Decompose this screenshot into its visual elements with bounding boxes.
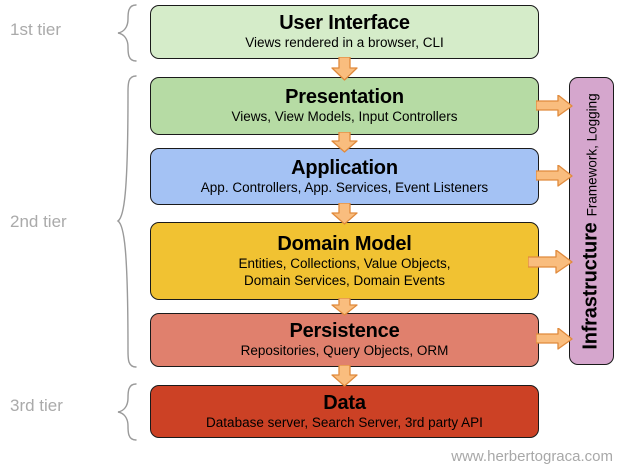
layer-box-application[interactable]: Application App. Controllers, App. Servi… — [150, 148, 539, 205]
layer-title-presentation: Presentation — [285, 86, 404, 109]
tier-label-2nd: 2nd tier — [10, 212, 67, 231]
watermark-text: www.herbertograca.com — [451, 448, 613, 465]
layer-subtitle-domain-model: Entities, Collections, Value Objects, — [238, 256, 451, 272]
layer-box-infrastructure[interactable]: Infrastructure Framework, Logging — [569, 77, 614, 365]
layer-title-user-interface: User Interface — [279, 12, 410, 35]
layer-box-domain-model[interactable]: Domain Model Entities, Collections, Valu… — [150, 222, 539, 300]
flow-arrow-persistence-to-data — [331, 365, 358, 387]
layer-box-persistence[interactable]: Persistence Repositories, Query Objects,… — [150, 313, 539, 367]
layer-box-data[interactable]: Data Database server, Search Server, 3rd… — [150, 385, 539, 438]
brace-tier-3 — [98, 382, 140, 447]
brace-tier-2 — [98, 74, 140, 374]
tier-label-3rd: 3rd tier — [10, 396, 63, 415]
layer-title-data: Data — [323, 391, 366, 414]
layer-subtitle2-domain-model: Domain Services, Domain Events — [243, 272, 446, 288]
layer-box-presentation[interactable]: Presentation Views, View Models, Input C… — [150, 77, 539, 135]
layer-title-persistence: Persistence — [289, 320, 400, 343]
layer-subtitle-user-interface: Views rendered in a browser, CLI — [245, 35, 444, 51]
brace-tier-1 — [98, 3, 140, 68]
layer-subtitle-presentation: Views, View Models, Input Controllers — [231, 109, 458, 125]
layer-subtitle-application: App. Controllers, App. Services, Event L… — [200, 179, 489, 195]
infrastructure-text-group: Infrastructure Framework, Logging — [580, 93, 603, 349]
flow-arrow-presentation-to-application — [331, 132, 358, 153]
flow-arrow-ui-to-presentation — [331, 57, 358, 81]
infrastructure-subtitle: Framework, Logging — [585, 92, 601, 216]
infra-arrow-domain-model — [528, 250, 573, 274]
layer-box-user-interface[interactable]: User Interface Views rendered in a brows… — [150, 5, 539, 59]
infra-arrow-application — [536, 165, 573, 187]
layer-subtitle-data: Database server, Search Server, 3rd part… — [206, 414, 483, 430]
infra-arrow-presentation — [536, 95, 573, 117]
infra-arrow-persistence — [536, 328, 573, 350]
flow-arrow-domain-to-persistence — [331, 298, 358, 316]
layer-title-domain-model: Domain Model — [277, 232, 412, 255]
flow-arrow-application-to-domain — [331, 203, 358, 225]
infrastructure-title: Infrastructure — [580, 221, 603, 350]
layer-subtitle-persistence: Repositories, Query Objects, ORM — [240, 343, 449, 359]
tier-label-1st: 1st tier — [10, 20, 62, 39]
layer-title-application: Application — [291, 156, 398, 179]
